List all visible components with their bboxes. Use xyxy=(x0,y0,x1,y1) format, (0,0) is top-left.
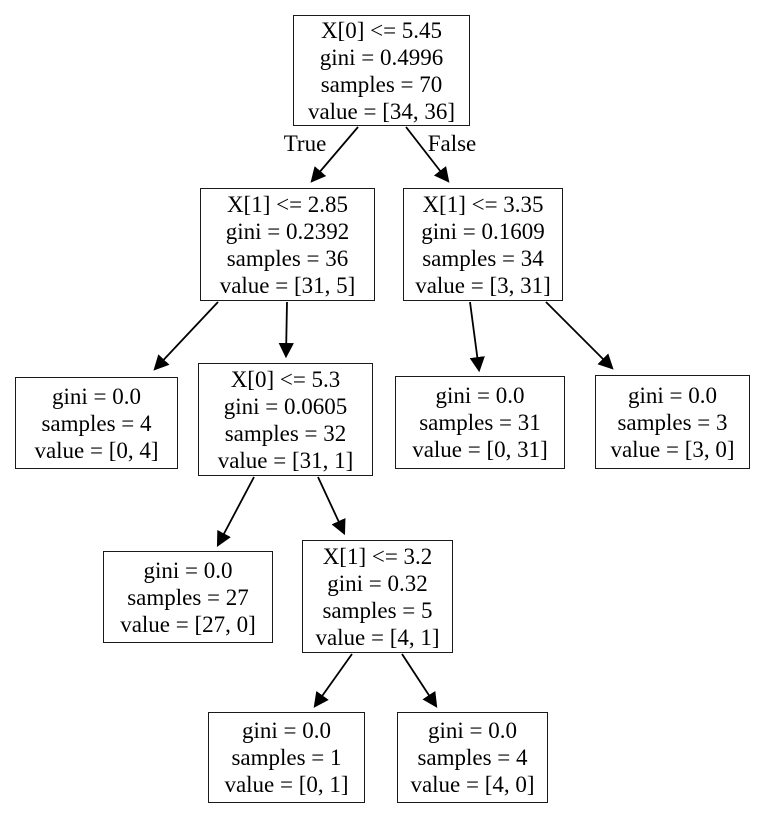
tree-node-x1-3-2: X[1] <= 3.2 gini = 0.32 samples = 5 valu… xyxy=(302,540,453,653)
edge-root-to-right xyxy=(405,126,450,183)
edge-node53-to-node32 xyxy=(317,476,346,536)
edge-left-to-node53 xyxy=(278,301,294,359)
edge-node32-to-leaf40 xyxy=(401,653,438,708)
tree-leaf-value-3-0: gini = 0.0 samples = 3 value = [3, 0] xyxy=(595,375,750,469)
tree-node-right: X[1] <= 3.35 gini = 0.1609 samples = 34 … xyxy=(403,188,563,301)
edge-left-to-leaf04 xyxy=(153,301,219,371)
edge-node53-to-leaf270 xyxy=(216,476,255,548)
edge-label-true: True xyxy=(283,131,327,156)
tree-leaf-value-0-1: gini = 0.0 samples = 1 value = [0, 1] xyxy=(208,712,365,803)
tree-node-x0-5-3: X[0] <= 5.3 gini = 0.0605 samples = 32 v… xyxy=(198,363,373,476)
edge-root-to-left xyxy=(310,126,359,183)
tree-leaf-value-4-0: gini = 0.0 samples = 4 value = [4, 0] xyxy=(397,712,548,803)
edge-node32-to-leaf01 xyxy=(313,653,353,708)
tree-node-left: X[1] <= 2.85 gini = 0.2392 samples = 36 … xyxy=(200,188,375,301)
tree-leaf-value-0-4: gini = 0.0 samples = 4 value = [0, 4] xyxy=(15,377,178,469)
tree-leaf-value-0-31: gini = 0.0 samples = 31 value = [0, 31] xyxy=(395,376,565,469)
tree-leaf-value-27-0: gini = 0.0 samples = 27 value = [27, 0] xyxy=(103,551,273,643)
edge-right-to-leaf031 xyxy=(469,301,485,373)
edge-right-to-leaf30 xyxy=(545,301,614,370)
tree-node-root: X[0] <= 5.45 gini = 0.4996 samples = 70 … xyxy=(293,15,470,126)
edge-label-false: False xyxy=(427,131,477,156)
